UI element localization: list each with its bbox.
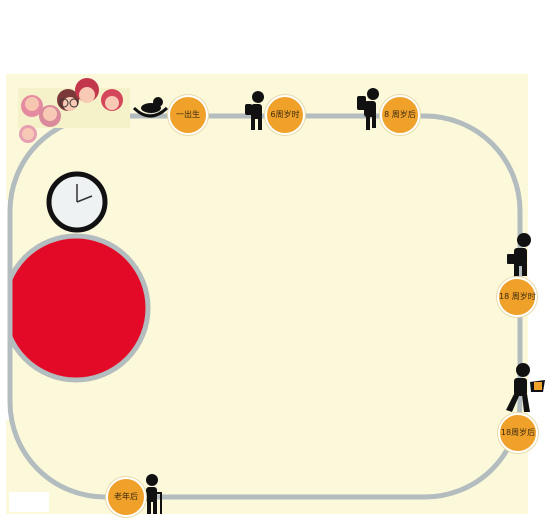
worker-running-icon [506, 363, 545, 412]
family-dolls-icon [18, 78, 130, 143]
stage-badge-six-years: 6周岁时 [265, 95, 305, 135]
student-with-backpack-icon [357, 88, 379, 130]
stage-badge-birth: 一出生 [168, 95, 208, 135]
red-circle [1, 233, 151, 383]
baby-in-cradle-icon [132, 97, 169, 118]
corner-chip [9, 492, 49, 512]
stage-badge-eight-years: 8 周岁后 [380, 95, 420, 135]
stage-badge-old-age: 老年后 [106, 477, 146, 517]
clock-icon [46, 171, 108, 233]
stage-badge-eighteen-after: 18周岁后 [498, 413, 538, 453]
schoolchild-icon [245, 91, 264, 130]
elder-with-cane-icon [146, 474, 162, 514]
stage-badge-eighteen-at: 18 周岁时 [497, 277, 537, 317]
adult-walking-icon [507, 233, 531, 278]
